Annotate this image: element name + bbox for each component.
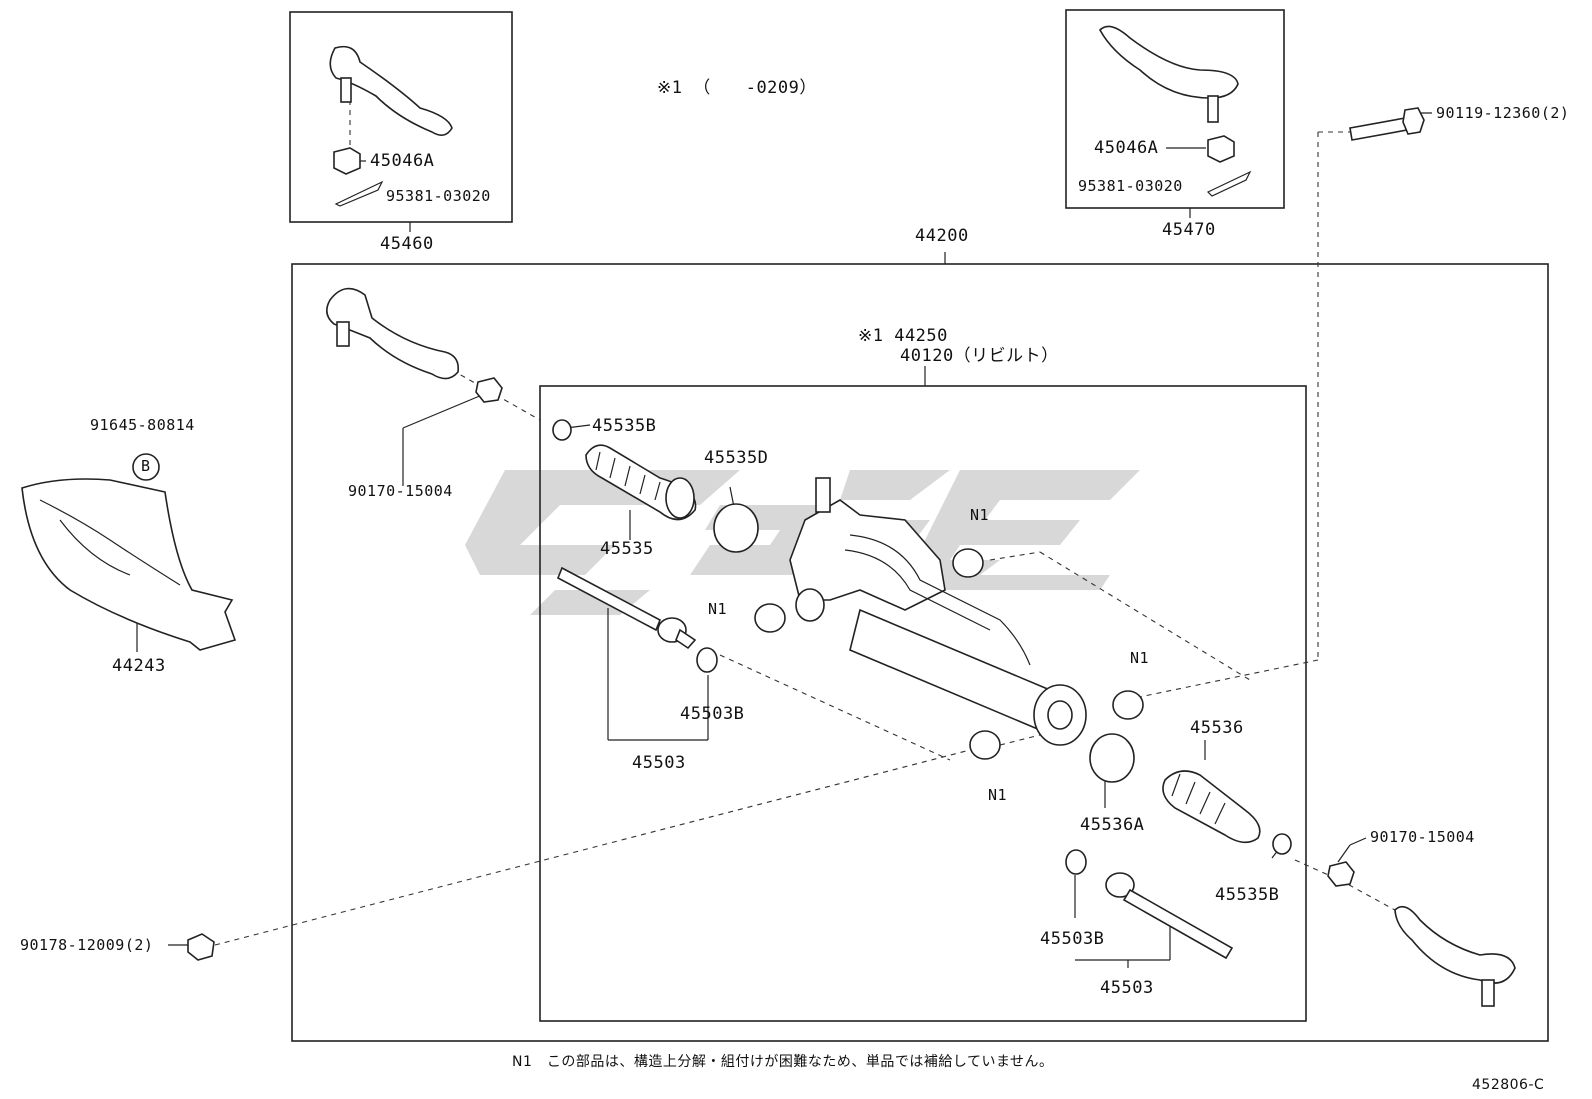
- washer-45503B-right-icon: [1065, 849, 1087, 875]
- bolt-90178-icon: [187, 933, 215, 961]
- box-40120: [539, 385, 1307, 1022]
- steering-gear-housing-icon: [789, 477, 1087, 746]
- castle-nut-45046A-right-icon: [1207, 135, 1235, 163]
- diagram-code: 452806-C: [1472, 1077, 1545, 1093]
- label-45536A: 45536A: [1080, 815, 1145, 835]
- label-N1-c: N1: [1130, 649, 1150, 667]
- cotter-pin-95381-right-icon: [1206, 170, 1252, 197]
- castle-nut-45046A-left-icon: [333, 147, 361, 175]
- bushing-N1-a-icon: [754, 603, 786, 633]
- label-90119: 90119-12360(2): [1436, 104, 1570, 122]
- label-95381-right: 95381-03020: [1078, 177, 1183, 195]
- label-45046A-left: 45046A: [370, 151, 435, 171]
- tie-rod-end-right-icon: [1394, 905, 1516, 1007]
- box-44200: [291, 263, 1549, 1042]
- label-clip-B: B: [141, 457, 151, 475]
- band-45536A-icon: [1089, 733, 1135, 783]
- label-45460: 45460: [380, 234, 434, 254]
- label-45503-right: 45503: [1100, 978, 1154, 998]
- label-45535B-bottom: 45535B: [1215, 885, 1280, 905]
- boot-45535-icon: [585, 444, 697, 521]
- label-45535D: 45535D: [704, 448, 769, 468]
- washer-45503B-left-icon: [696, 647, 718, 673]
- box-45470: [1065, 9, 1285, 209]
- tie-rod-end-left-icon: [326, 287, 460, 380]
- label-45535: 45535: [600, 539, 654, 559]
- boot-45536-icon: [1162, 770, 1261, 844]
- bushing-N1-c-icon: [1112, 690, 1144, 720]
- tie-rod-end-45460-icon: [329, 45, 453, 136]
- label-45536: 45536: [1190, 718, 1244, 738]
- footnote: N1 この部品は、構造上分解・組付けが困難なため、単品では補給していません。: [512, 1054, 1054, 1070]
- tie-rod-end-45470-icon: [1099, 25, 1239, 123]
- label-45046A-right: 45046A: [1094, 138, 1159, 158]
- label-rebuilt-line1: ※1 44250: [858, 326, 948, 346]
- label-44200: 44200: [915, 226, 969, 246]
- label-N1-a: N1: [708, 600, 728, 618]
- clamp-45535B-bottom-icon: [1272, 833, 1292, 855]
- bushing-N1-b-icon: [952, 548, 984, 578]
- label-rebuilt-line2: 40120（リビルト）: [900, 346, 1059, 366]
- clamp-45535B-top-icon: [552, 419, 572, 441]
- rack-end-45503-left-icon: [556, 566, 697, 650]
- label-90178: 90178-12009(2): [20, 936, 154, 954]
- label-45503B-left: 45503B: [680, 704, 745, 724]
- note-1-label: ※1 （ -0209）: [657, 78, 817, 98]
- label-45470: 45470: [1162, 220, 1216, 240]
- box-45460: [289, 11, 513, 223]
- cotter-pin-95381-left-icon: [334, 180, 384, 207]
- nut-90170-left-icon: [475, 377, 503, 403]
- label-N1-b: N1: [970, 506, 990, 524]
- nut-90170-right-icon: [1327, 861, 1355, 887]
- label-90170-left: 90170-15004: [348, 482, 453, 500]
- clip-B-icon: [132, 453, 160, 481]
- label-91645: 91645-80814: [90, 416, 195, 434]
- cover-44243-icon: [21, 478, 237, 651]
- label-90170-right: 90170-15004: [1370, 828, 1475, 846]
- band-45535D-icon: [713, 503, 759, 553]
- label-45503-left: 45503: [632, 753, 686, 773]
- label-45503B-right: 45503B: [1040, 929, 1105, 949]
- label-45535B-top: 45535B: [592, 416, 657, 436]
- bolt-90119-icon: [1349, 107, 1425, 141]
- bushing-N1-d-icon: [969, 730, 1001, 760]
- rack-end-45503-right-icon: [1105, 872, 1234, 960]
- label-N1-d: N1: [988, 786, 1008, 804]
- label-44243: 44243: [112, 656, 166, 676]
- label-95381-left: 95381-03020: [386, 187, 491, 205]
